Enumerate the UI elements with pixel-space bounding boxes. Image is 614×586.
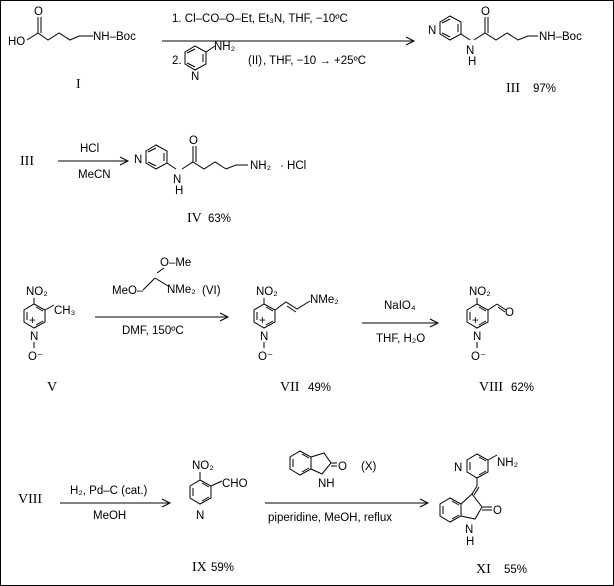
reagent-X-structure: O NH	[289, 450, 347, 490]
atom-nme2-VI: NMe₂	[167, 284, 196, 296]
atom-n-oxide-VII: N	[260, 331, 268, 343]
label-VII: VII	[280, 380, 300, 395]
atom-o-carbonyl: O	[34, 6, 43, 18]
reagent-3-compound-VI: (VI)	[202, 285, 221, 297]
aminopyridine-II-structure: N NH₂	[184, 41, 235, 83]
reagent-5-bottom: MeOH	[93, 510, 126, 522]
yield-VII: 49%	[308, 382, 331, 394]
reagent-2-top: HCl	[80, 143, 99, 155]
yield-III: 97%	[533, 83, 556, 95]
atom-meo-VI: MeO–	[112, 285, 144, 297]
reagent-1-step-2: 2.	[172, 55, 182, 67]
atom-o-aldehyde-VIII: O	[505, 307, 514, 319]
atom-no2-V: NO₂	[26, 286, 48, 298]
reaction-2: III HCl MeCN N N H O NH₂ · HCl IV 63%	[20, 135, 306, 226]
label-V: V	[47, 380, 57, 395]
atom-cho-IX: CHO	[222, 478, 248, 490]
reagent-5-top: H₂, Pd–C (cat.)	[70, 485, 147, 497]
label-III-start: III	[20, 154, 34, 169]
compound-III-structure: N N H O NH–Boc	[428, 6, 582, 68]
label-XI: XI	[476, 562, 491, 577]
label-IX: IX	[192, 560, 207, 575]
atom-n-ring: N	[428, 25, 436, 37]
atom-no2-VII: NO₂	[256, 286, 278, 298]
compound-XI-structure: N NH₂ O N H	[439, 453, 518, 548]
atom-nh2-XI: NH₂	[497, 457, 518, 469]
atom-o-minus-VIII: O⁻	[471, 351, 486, 363]
atom-nh2-IV: NH₂	[250, 160, 271, 172]
label-I: I	[76, 77, 81, 92]
atom-ch3-V: CH₃	[54, 305, 76, 317]
yield-IV: 63%	[208, 213, 231, 225]
atom-o-minus-VII: O⁻	[258, 351, 273, 363]
atom-n-ring-IX: N	[196, 510, 204, 522]
atom-n-plus-VIII: +	[472, 315, 479, 327]
label-III: III	[506, 81, 520, 96]
atom-o-IV: O	[189, 135, 198, 147]
reagent-VI-structure: O–Me MeO– NMe₂	[112, 257, 196, 297]
reagent-1-top: 1. Cl–CO–O–Et, Et₃N, THF, −10ºC	[172, 13, 348, 25]
atom-n-oxide-VIII: N	[473, 331, 481, 343]
label-VIII-start: VIII	[18, 492, 42, 507]
atom-nh-boc-III: NH–Boc	[539, 31, 582, 43]
atom-n-pyridine: N	[191, 71, 199, 83]
reaction-1: HO O NH–Boc I 1. Cl–CO–O–Et, Et₃N, THF, …	[8, 6, 582, 96]
atom-n-oxide-V: N	[30, 331, 38, 343]
atom-nh-amide-n: N	[466, 45, 474, 57]
reagent-1-compound-II: (II)	[248, 55, 262, 67]
atom-nh2: NH₂	[214, 41, 235, 53]
reagent-2-bottom: MeCN	[78, 169, 111, 181]
atom-nh-boc: NH–Boc	[93, 31, 136, 43]
atom-n-indole-XI: N	[465, 524, 473, 536]
atom-o-minus-V: O⁻	[28, 351, 43, 363]
reagent-4-bottom: THF, H₂O	[376, 333, 425, 345]
reagent-3-bottom: DMF, 150ºC	[122, 325, 184, 337]
yield-IX: 59%	[211, 562, 234, 574]
atom-h-indole-XI: H	[466, 536, 474, 548]
atom-ho: HO	[8, 36, 25, 48]
yield-XI: 55%	[504, 564, 527, 576]
compound-IV-structure: N N H O NH₂ · HCl	[134, 135, 306, 197]
atom-ome-VI: O–Me	[160, 257, 191, 269]
atom-n-plus-V: +	[29, 315, 36, 327]
atom-nh-amide-h: H	[468, 56, 476, 68]
atom-amide-h-IV: H	[175, 185, 183, 197]
compound-IX-structure: NO₂ CHO N	[189, 460, 248, 522]
label-IV: IV	[187, 211, 202, 226]
atom-no2-VIII: NO₂	[469, 286, 491, 298]
atom-n-plus-VII: +	[259, 315, 266, 327]
compound-V-structure: NO₂ CH₃ + N O⁻	[23, 286, 76, 363]
reagent-6-bottom: piperidine, MeOH, reflux	[268, 512, 392, 524]
atom-n-ring-IV: N	[134, 154, 142, 166]
atom-no2-IX: NO₂	[192, 460, 214, 472]
atom-o-amide: O	[481, 6, 490, 18]
atom-o-XI: O	[493, 505, 502, 517]
atom-nh-X: NH	[318, 478, 335, 490]
reaction-4: VIII H₂, Pd–C (cat.) MeOH NO₂ CHO N IX 5…	[18, 450, 527, 577]
hcl-salt: · HCl	[280, 160, 306, 172]
atom-n-ring-XI: N	[454, 462, 462, 474]
reagent-1-bottom: , THF, −10 → +25ºC	[263, 55, 366, 67]
atom-nme2-VII: NMe₂	[310, 294, 339, 306]
yield-VIII: 62%	[511, 382, 534, 394]
atom-amide-n-IV: N	[173, 174, 181, 186]
compound-I-structure: HO O NH–Boc	[8, 6, 136, 48]
label-VIII: VIII	[479, 380, 503, 395]
compound-VII-structure: NO₂ NMe₂ + N O⁻	[253, 286, 339, 363]
atom-o-X: O	[338, 461, 347, 473]
compound-VIII-structure: NO₂ O + N O⁻	[466, 286, 514, 363]
reagent-6-compound-X: (X)	[361, 461, 377, 473]
reagent-4-top: NaIO₄	[384, 300, 416, 312]
reaction-3: NO₂ CH₃ + N O⁻ V O–Me MeO– NMe₂ (VI) DMF…	[23, 257, 534, 395]
